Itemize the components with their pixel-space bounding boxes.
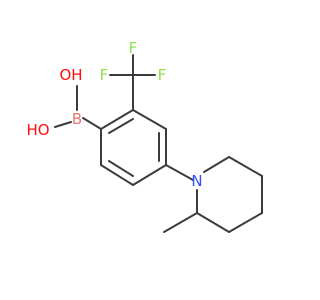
atom-label-fluorine-left: F bbox=[100, 66, 109, 84]
bond-methyl bbox=[163, 212, 198, 233]
bond-ring-double-1 bbox=[108, 118, 134, 134]
atom-label-ho-bottom: HO bbox=[26, 121, 49, 139]
bond-ring-B bbox=[82, 117, 102, 130]
bond-ring-double-3 bbox=[108, 160, 134, 177]
bond-pip-1 bbox=[203, 156, 230, 173]
atom-label-oh-top: OH bbox=[59, 66, 82, 84]
bond-ring-2 bbox=[132, 109, 167, 130]
bonds bbox=[54, 54, 263, 233]
bond-pip-4 bbox=[228, 212, 263, 233]
molecule-diagram: OH HO B F F F N bbox=[26, 39, 263, 233]
bond-ring-1 bbox=[100, 109, 134, 130]
bond-ring-4 bbox=[132, 164, 167, 186]
atom-labels: OH HO B F F F N bbox=[26, 39, 202, 190]
atom-label-boron: B bbox=[72, 110, 82, 128]
bond-pip-5 bbox=[196, 212, 230, 233]
atom-label-fluorine-right: F bbox=[158, 66, 167, 84]
bond-ring-5 bbox=[100, 164, 134, 186]
bond-B-O-bottom bbox=[54, 121, 72, 128]
atom-label-fluorine-top: F bbox=[129, 39, 138, 57]
atom-label-nitrogen: N bbox=[191, 172, 202, 190]
bond-pip-2 bbox=[228, 156, 263, 177]
bond-ring-N bbox=[165, 164, 194, 181]
